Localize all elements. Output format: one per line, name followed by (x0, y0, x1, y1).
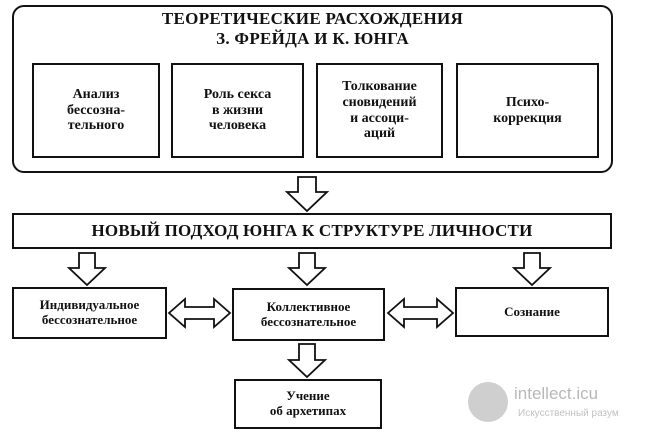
arrow-down-icon (286, 343, 328, 379)
title-line-2: З. ФРЕЙДА И К. ЮНГА (216, 29, 409, 49)
box-line: бессозна- (67, 102, 125, 118)
box-psychocorrection: Психо- коррекция (456, 63, 599, 158)
box-line: Анализ (72, 86, 120, 102)
box-line: человека (208, 118, 267, 134)
arrow-down-icon (284, 176, 330, 213)
box-line: Роль секса (203, 86, 272, 102)
box-line: в жизни (211, 102, 264, 118)
watermark-site: intellect.icu (514, 384, 599, 403)
archetypes-box: Учение об архетипах (234, 379, 382, 429)
logo-circle-icon (468, 382, 508, 422)
title-line-1: ТЕОРЕТИЧЕСКИЕ РАСХОЖДЕНИЯ (161, 9, 464, 28)
box-line: бессознательное (41, 312, 138, 327)
individual-unconscious-box: Индивидуальное бессознательное (12, 287, 167, 339)
arrow-down-icon (286, 252, 328, 287)
box-line: Коллективное (266, 298, 351, 314)
box-line: Сознание (504, 303, 560, 319)
collective-unconscious-box: Коллективное бессознательное (232, 288, 385, 341)
watermark-tagline: Искусственный разум (518, 408, 619, 419)
jung-new-approach-label: НОВЫЙ ПОДХОД ЮНГА К СТРУКТУРЕ ЛИЧНОСТИ (91, 221, 533, 241)
box-unconscious-analysis: Анализ бессозна- тельного (32, 63, 160, 158)
box-role-of-sex: Роль секса в жизни человека (171, 63, 304, 158)
arrow-down-icon (511, 252, 553, 287)
box-line: бессознательное (260, 313, 357, 329)
box-line: аций (363, 126, 396, 142)
box-line: Индивидуальное (39, 297, 140, 313)
box-line: Психо- (505, 94, 550, 110)
box-line: коррекция (493, 110, 562, 126)
box-line: Учение (286, 388, 330, 404)
box-line: и ассоци- (350, 110, 409, 126)
box-line: сновидений (342, 94, 417, 110)
consciousness-box: Сознание (455, 287, 609, 337)
box-line: об архетипах (269, 403, 347, 418)
box-line: тельного (67, 118, 125, 134)
theoretical-differences-title: ТЕОРЕТИЧЕСКИЕ РАСХОЖДЕНИЯ З. ФРЕЙДА И К.… (12, 9, 613, 50)
box-dream-interpretation: Толкование сновидений и ассоци- аций (316, 63, 443, 158)
jung-new-approach-box: НОВЫЙ ПОДХОД ЮНГА К СТРУКТУРЕ ЛИЧНОСТИ (12, 213, 612, 249)
intellect-watermark: intellect.icu Искусственный разум (462, 378, 646, 434)
box-line: Толкование (342, 79, 417, 95)
double-arrow-icon (386, 297, 455, 329)
arrow-down-icon (66, 252, 108, 287)
double-arrow-icon (167, 297, 232, 329)
